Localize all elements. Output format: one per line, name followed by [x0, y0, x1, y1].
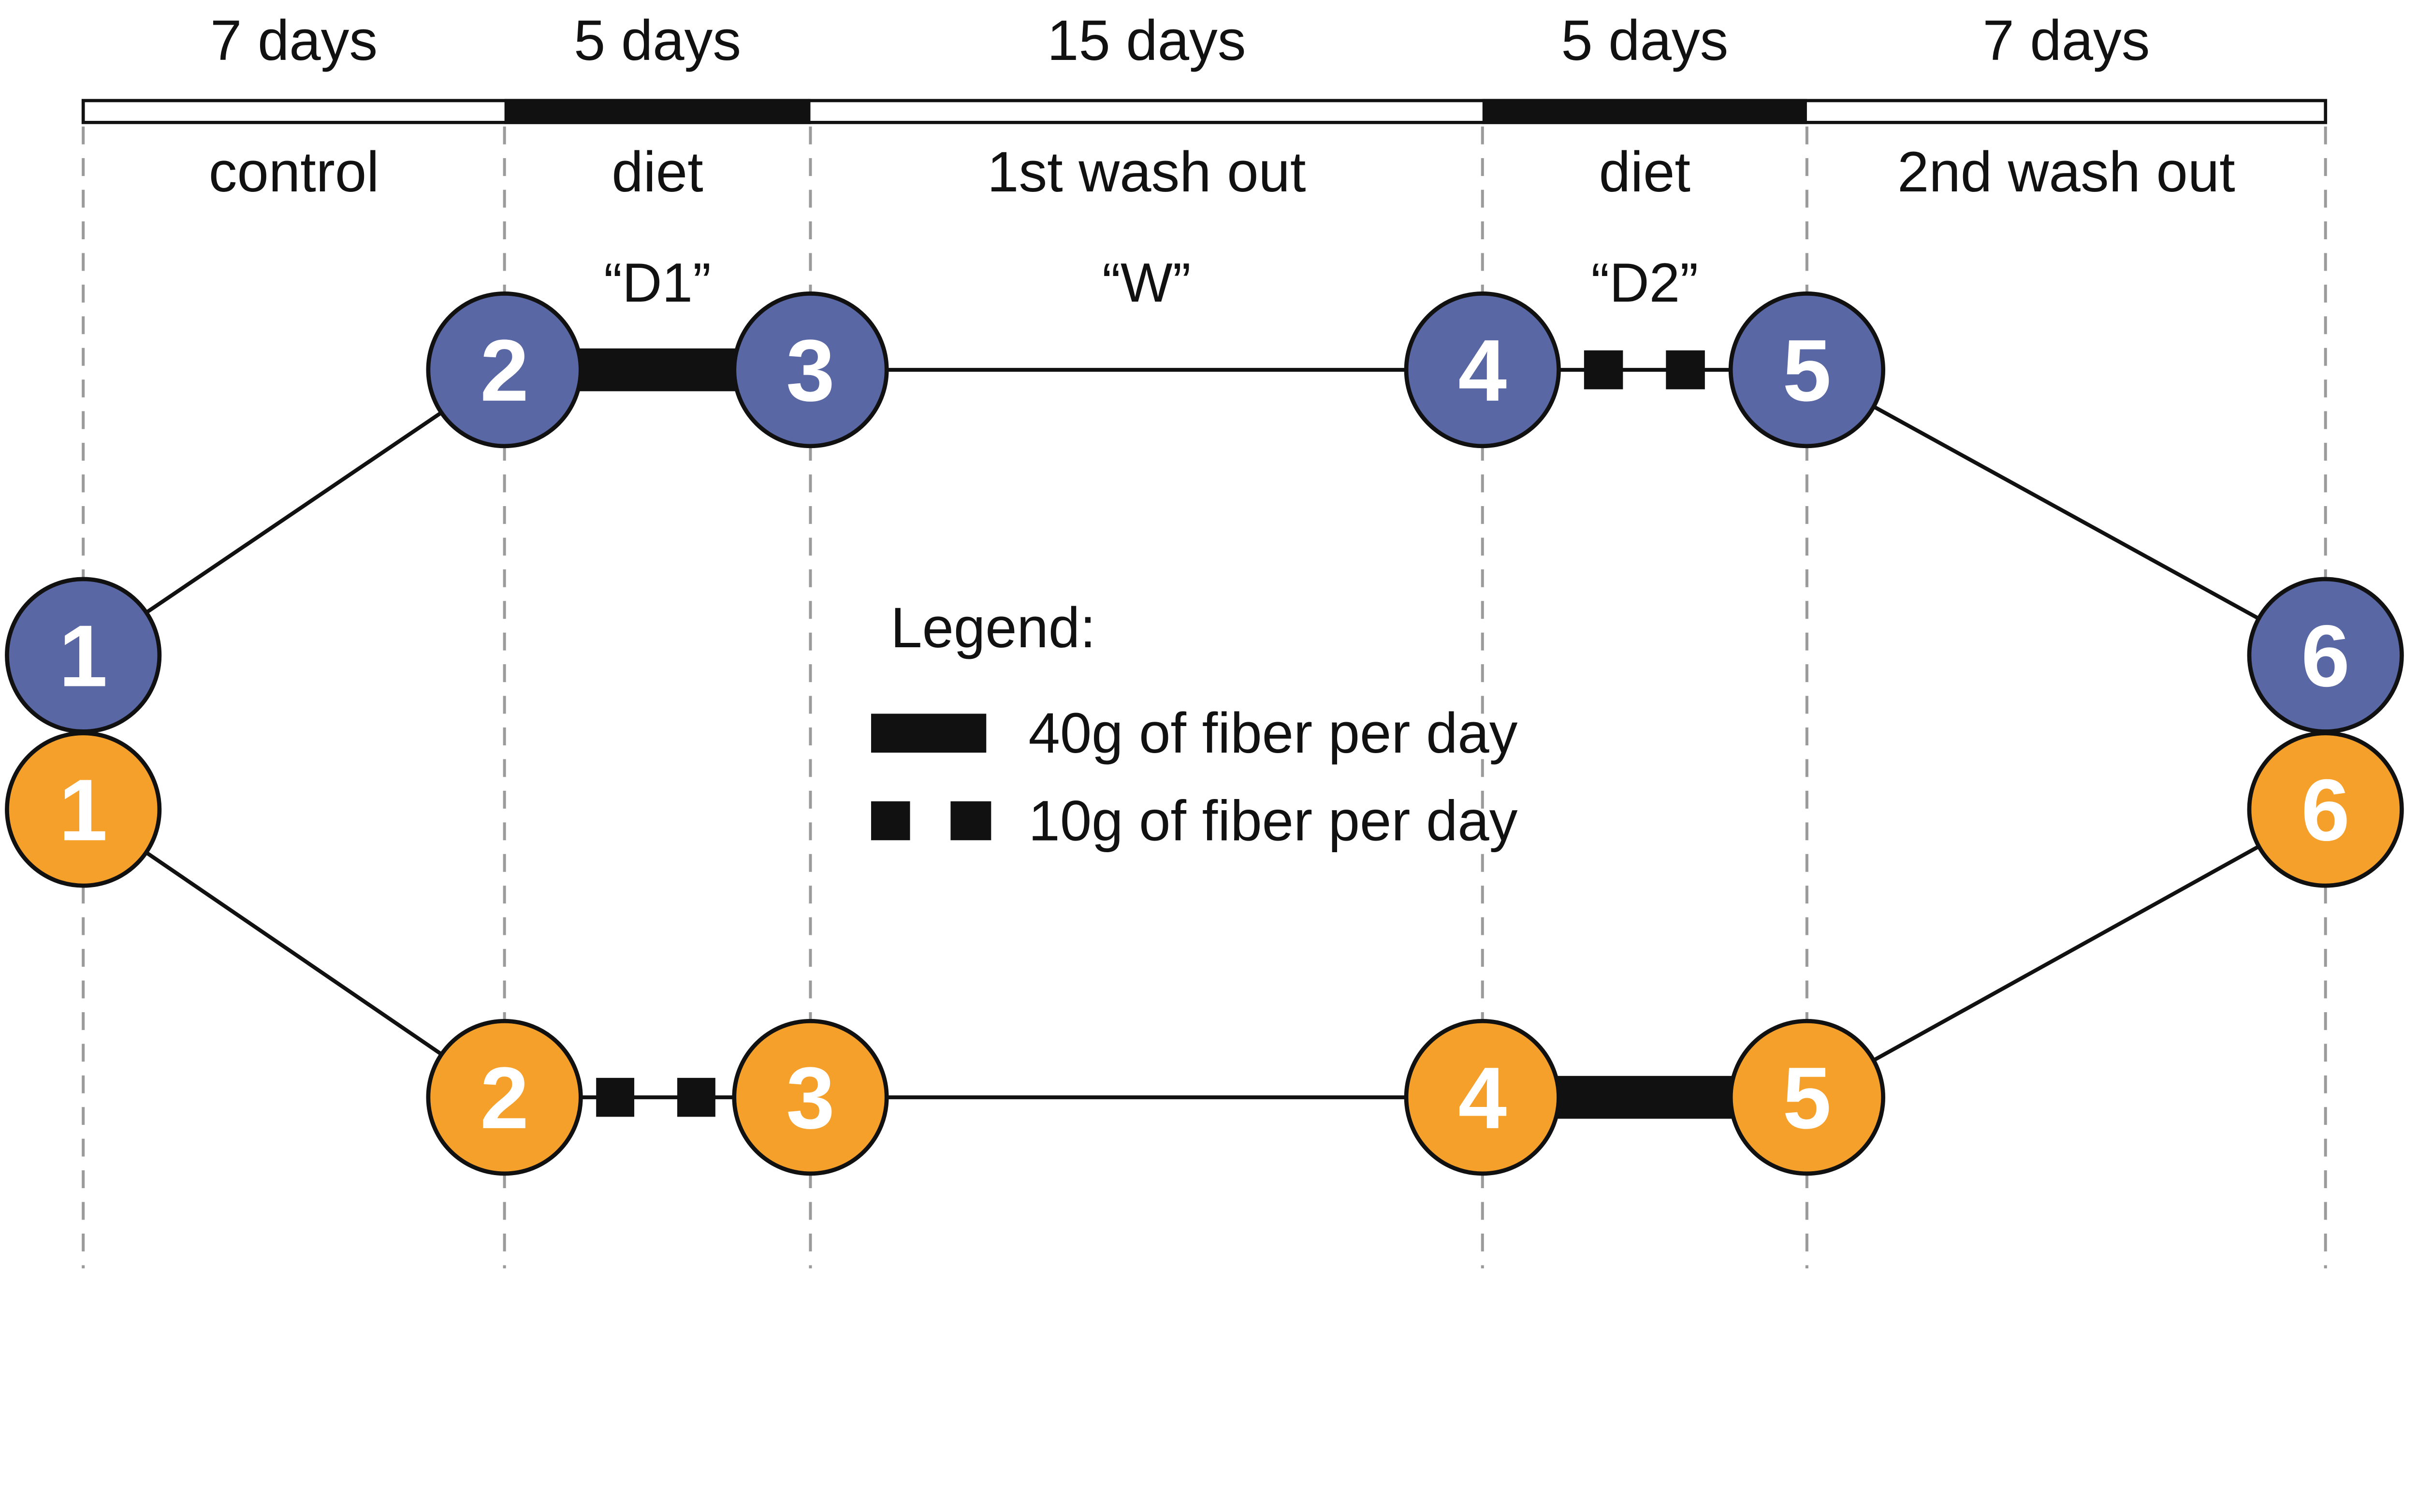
- duration-label: 5 days: [574, 9, 741, 72]
- node-orange-4-label: 4: [1458, 1049, 1507, 1147]
- phase-code-labels: “D1” “W” “D2”: [604, 252, 1698, 314]
- node-blue-2-circle: [426, 291, 583, 449]
- blue-connector-1-2: [82, 368, 506, 657]
- orange-connector-5-6: [1805, 807, 2327, 1099]
- node-orange-5: 5: [1728, 1019, 1885, 1176]
- node-orange-4: 4: [1404, 1019, 1561, 1176]
- blue-connector-5-6: [1805, 368, 2327, 657]
- study-design-figure: 7 days 5 days 15 days 5 days 7 days cont…: [5, 9, 2404, 1269]
- phase-labels: control diet 1st wash out diet 2nd wash …: [209, 140, 2235, 204]
- legend-10g-swatch-square: [871, 801, 910, 841]
- timeline-bar-track: [81, 99, 2328, 124]
- duration-label: 5 days: [1561, 9, 1728, 72]
- node-blue-1-label: 1: [59, 607, 108, 705]
- node-orange-3-circle: [732, 1019, 889, 1176]
- node-blue-2-label: 2: [480, 322, 529, 420]
- blue-dose-10g-square: [1666, 350, 1705, 390]
- duration-label: 15 days: [1047, 9, 1246, 72]
- blue-arm-nodes: 1 2 3 4 5 6: [5, 291, 2404, 734]
- orange-connector-1-2: [82, 808, 506, 1099]
- blue-dose-40g-bar: [577, 348, 738, 392]
- node-blue-2: 2: [426, 291, 583, 449]
- legend-10g-label: 10g of fiber per day: [1029, 789, 1518, 852]
- blue-arm-connectors: [82, 348, 2327, 657]
- orange-dose-10g-square: [596, 1077, 635, 1117]
- legend: Legend: 40g of fiber per day 10g of fibe…: [871, 596, 1518, 852]
- node-orange-2: 2: [426, 1019, 583, 1176]
- blue-dose-10g-square: [1584, 350, 1623, 390]
- phase-label: control: [209, 140, 379, 204]
- orange-arm-nodes: 1 2 3 4 5 6: [5, 731, 2404, 1176]
- legend-10g-swatch-square: [950, 801, 991, 841]
- node-blue-3-circle: [732, 291, 889, 449]
- legend-title: Legend:: [890, 596, 1096, 659]
- duration-label: 7 days: [1982, 9, 2150, 72]
- orange-dose-40g-bar: [1556, 1076, 1733, 1119]
- timeline-bar-diet2-segment: [1482, 99, 1807, 124]
- node-orange-3: 3: [732, 1019, 889, 1176]
- node-blue-3-label: 3: [786, 322, 835, 420]
- node-orange-1-circle: [5, 731, 162, 888]
- legend-40g-label: 40g of fiber per day: [1029, 701, 1518, 765]
- phase-code-label-d1: “D1”: [604, 252, 711, 314]
- orange-arm-connectors: [82, 807, 2327, 1119]
- node-orange-5-label: 5: [1783, 1049, 1832, 1147]
- node-blue-6-label: 6: [2301, 607, 2350, 705]
- timeline-bar-diet1-segment: [504, 99, 811, 124]
- node-blue-5-circle: [1728, 291, 1885, 449]
- node-blue-4-circle: [1404, 291, 1561, 449]
- study-design-diagram: 7 days 5 days 15 days 5 days 7 days cont…: [5, 9, 2404, 1269]
- phase-code-label-d2: “D2”: [1591, 252, 1698, 314]
- phase-label: diet: [1599, 140, 1690, 204]
- node-blue-4-label: 4: [1458, 322, 1507, 420]
- duration-labels: 7 days 5 days 15 days 5 days 7 days: [210, 9, 2150, 72]
- timeline-bar: [81, 99, 2328, 124]
- node-orange-6: 6: [2247, 731, 2404, 888]
- node-blue-6: 6: [2247, 577, 2404, 734]
- orange-dose-10g-square: [677, 1077, 715, 1117]
- node-orange-3-label: 3: [786, 1049, 835, 1147]
- node-blue-5-label: 5: [1783, 322, 1832, 420]
- duration-label: 7 days: [210, 9, 378, 72]
- phase-label: 2nd wash out: [1897, 140, 2235, 204]
- node-orange-4-circle: [1404, 1019, 1561, 1176]
- node-orange-1: 1: [5, 731, 162, 888]
- node-orange-2-label: 2: [480, 1049, 529, 1147]
- phase-code-label-w: “W”: [1102, 252, 1191, 314]
- legend-40g-swatch: [871, 713, 987, 753]
- node-orange-6-label: 6: [2301, 761, 2350, 859]
- phase-label: diet: [612, 140, 703, 204]
- node-blue-4: 4: [1404, 291, 1561, 449]
- phase-label: 1st wash out: [987, 140, 1306, 204]
- node-orange-6-circle: [2247, 731, 2404, 888]
- node-orange-5-circle: [1728, 1019, 1885, 1176]
- node-blue-5: 5: [1728, 291, 1885, 449]
- node-orange-1-label: 1: [59, 761, 108, 859]
- node-blue-3: 3: [732, 291, 889, 449]
- node-blue-1: 1: [5, 577, 162, 734]
- node-orange-2-circle: [426, 1019, 583, 1176]
